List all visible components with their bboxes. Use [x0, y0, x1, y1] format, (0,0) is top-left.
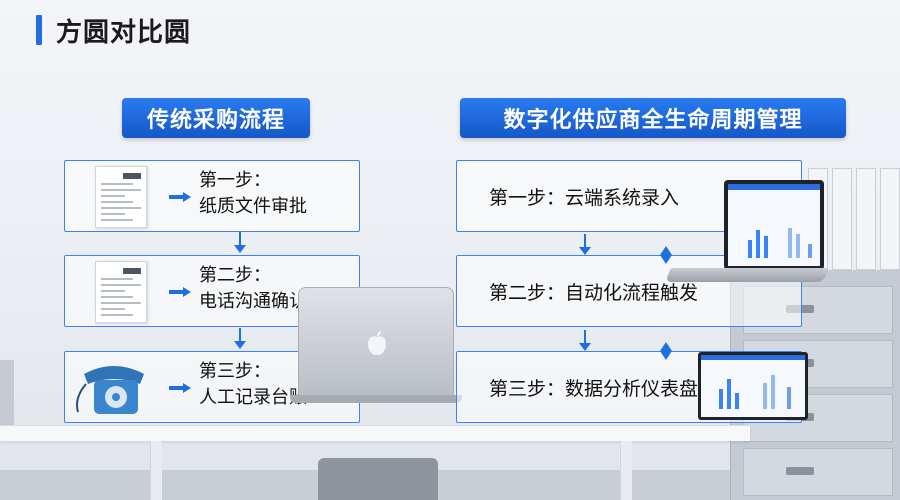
desk-leg [620, 441, 632, 500]
open-laptop [665, 180, 829, 284]
traditional-process-header: 传统采购流程 [122, 98, 310, 138]
closed-laptop-base [290, 395, 462, 403]
left-step-1-description: 纸质文件审批 [199, 196, 307, 217]
left-step-1-label: 第一步： [199, 170, 271, 191]
desk-leg [150, 441, 162, 500]
left-step-2-label: 第二步： [199, 265, 271, 286]
page-title-text: 方圆对比圆 [56, 17, 192, 48]
apple-logo-icon [365, 330, 389, 356]
arrow-down-icon [578, 330, 592, 352]
page-title: 方圆对比圆 [36, 12, 191, 48]
arrow-right-icon [169, 287, 191, 297]
document-icon [95, 261, 147, 323]
arrow-down-icon [233, 232, 247, 254]
diamond-marker-icon [659, 246, 673, 264]
arrow-right-icon [169, 192, 191, 202]
right-step-2-text: 第二步：自动化流程触发 [489, 282, 699, 304]
arrow-right-icon [169, 383, 191, 393]
left-step-1-box: 第一步： 纸质文件审批 [64, 160, 360, 232]
arrow-down-icon [578, 234, 592, 256]
left-step-1-text: 第一步： 纸质文件审批 [199, 168, 307, 220]
title-bar-icon [36, 15, 42, 45]
telephone-icon [70, 358, 158, 420]
desk-top [0, 425, 750, 441]
arrow-down-icon [233, 328, 247, 350]
left-step-2-text: 第二步： 电话沟通确认 [199, 263, 307, 315]
chair [318, 458, 438, 500]
tablet-dashboard [698, 352, 808, 420]
left-step-3-label: 第三步： [199, 361, 271, 382]
right-step-3-text: 第三步：数据分析仪表盘 [489, 378, 699, 400]
document-icon [95, 166, 147, 228]
left-step-3-description: 人工记录台账 [199, 387, 307, 408]
diamond-marker-icon [659, 342, 673, 360]
closed-laptop [298, 287, 454, 397]
laptop-screen [724, 180, 824, 270]
digital-process-header: 数字化供应商全生命周期管理 [460, 98, 846, 138]
laptop-keyboard [665, 268, 829, 282]
right-step-1-text: 第一步：云端系统录入 [489, 187, 680, 209]
left-wall-object [0, 360, 14, 440]
left-step-3-text: 第三步： 人工记录台账 [199, 359, 307, 411]
left-step-2-description: 电话沟通确认 [199, 291, 307, 312]
